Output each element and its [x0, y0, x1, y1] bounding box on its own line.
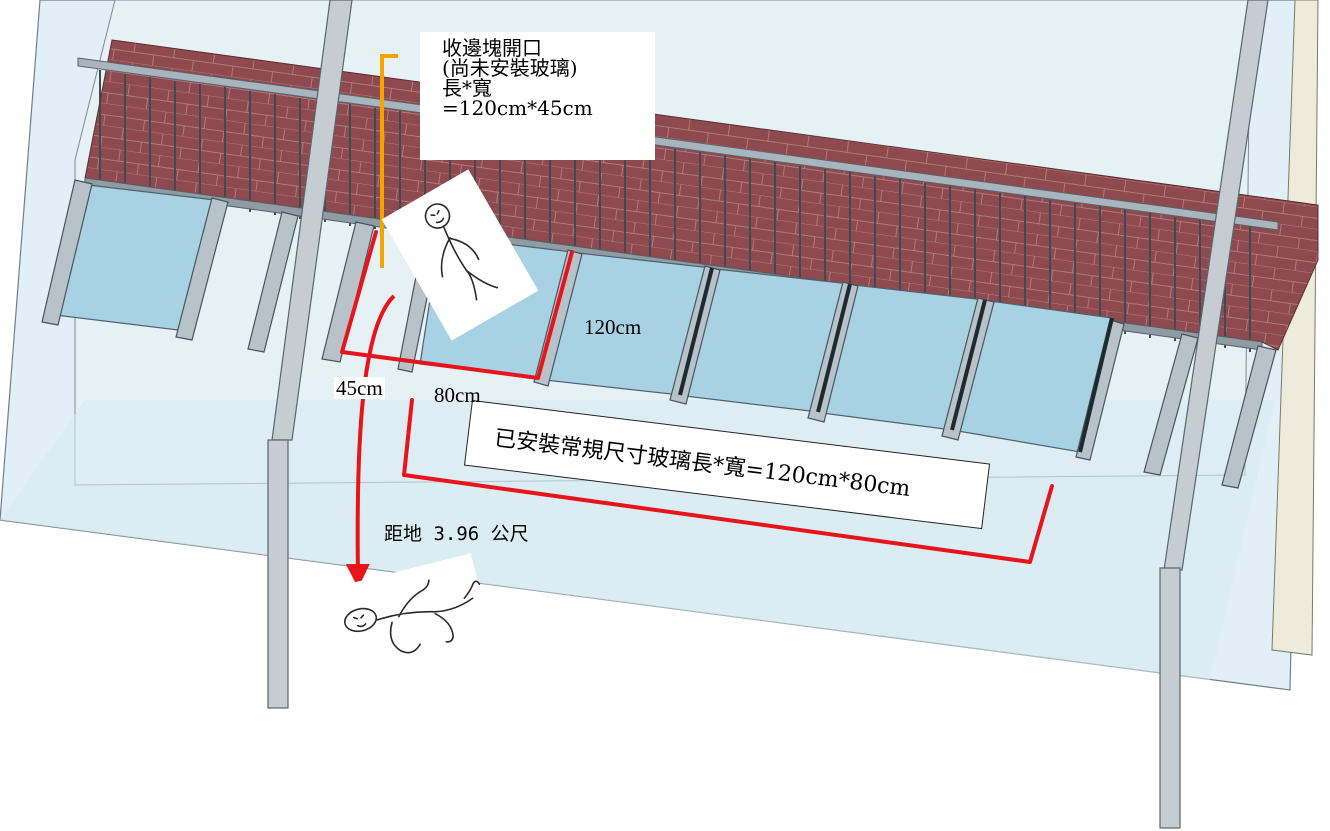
callout-line-dimension-label: 長*寬	[442, 76, 492, 100]
callout-line-status: (尚未安裝玻璃)	[442, 56, 578, 80]
stick-figure-standing-icon	[381, 169, 539, 341]
callout-line-dimension-value: =120cm*45cm	[442, 96, 593, 120]
installed-bracket	[402, 398, 1054, 564]
opening-callout: 收邊塊開口 (尚未安裝玻璃) 長*寬 =120cm*45cm	[420, 32, 655, 160]
dimension-length-label: 120cm	[584, 315, 642, 339]
columns	[267, 0, 1269, 829]
fall-height-label: 距地 3.96 公尺	[384, 523, 529, 545]
dimension-lines	[340, 230, 1054, 564]
callout-line-title: 收邊塊開口	[442, 36, 542, 60]
panel-seals	[678, 267, 1114, 453]
callout-bracket	[380, 54, 398, 268]
glass-panels	[54, 184, 1113, 453]
stick-figure-fallen-icon	[329, 553, 498, 698]
dimension-opening-width-label: 45cm	[334, 376, 385, 400]
dimension-glass-width-label: 80cm	[434, 383, 481, 407]
opening-outline	[340, 230, 574, 380]
